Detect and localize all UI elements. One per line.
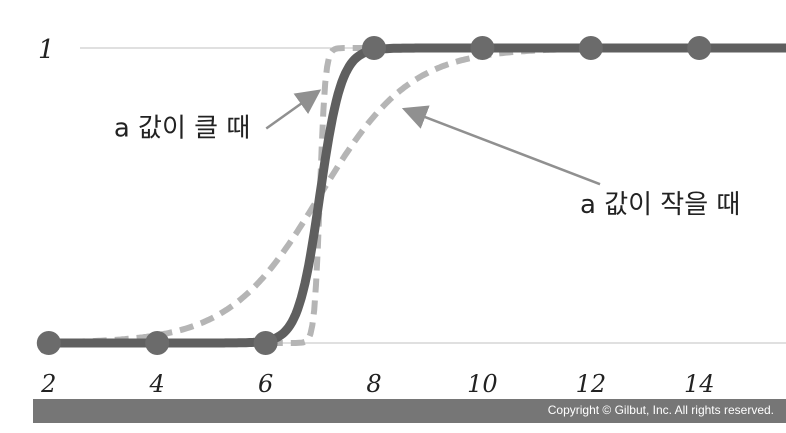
- y-tick-label-1: 1: [38, 35, 55, 65]
- annotation-label-1: a 값이 작을 때: [580, 190, 740, 220]
- x-tick-labels: 2 4 6 8 10 12 14: [40, 370, 714, 398]
- annotation-label-0: a 값이 클 때: [114, 114, 250, 144]
- curves: [48, 43, 786, 348]
- data-point-10: [470, 36, 495, 60]
- copyright-text: Copyright © Gilbut, Inc. All rights rese…: [547, 403, 774, 417]
- x-tick-label-8: 8: [366, 370, 381, 398]
- data-point-14: [687, 36, 712, 60]
- series-solid-0: [48, 43, 786, 348]
- data-point-8: [362, 36, 387, 60]
- copyright-bar: Copyright © Gilbut, Inc. All rights rese…: [33, 399, 786, 423]
- annotation-arrow-1: [401, 105, 601, 186]
- data-point-2: [36, 331, 61, 355]
- data-point-6: [253, 331, 278, 355]
- x-tick-label-4: 4: [149, 370, 165, 398]
- x-tick-label-14: 14: [684, 370, 715, 398]
- x-tick-label-10: 10: [467, 370, 498, 398]
- data-point-12: [578, 36, 603, 60]
- data-point-4: [145, 331, 170, 355]
- x-tick-label-12: 12: [576, 370, 607, 398]
- x-tick-label-2: 2: [40, 370, 56, 398]
- annotation-arrow-0: [265, 89, 322, 130]
- data-points: [36, 36, 712, 355]
- x-tick-label-6: 6: [258, 370, 273, 398]
- annotations: a 값이 클 때 a 값이 작을 때: [114, 89, 740, 220]
